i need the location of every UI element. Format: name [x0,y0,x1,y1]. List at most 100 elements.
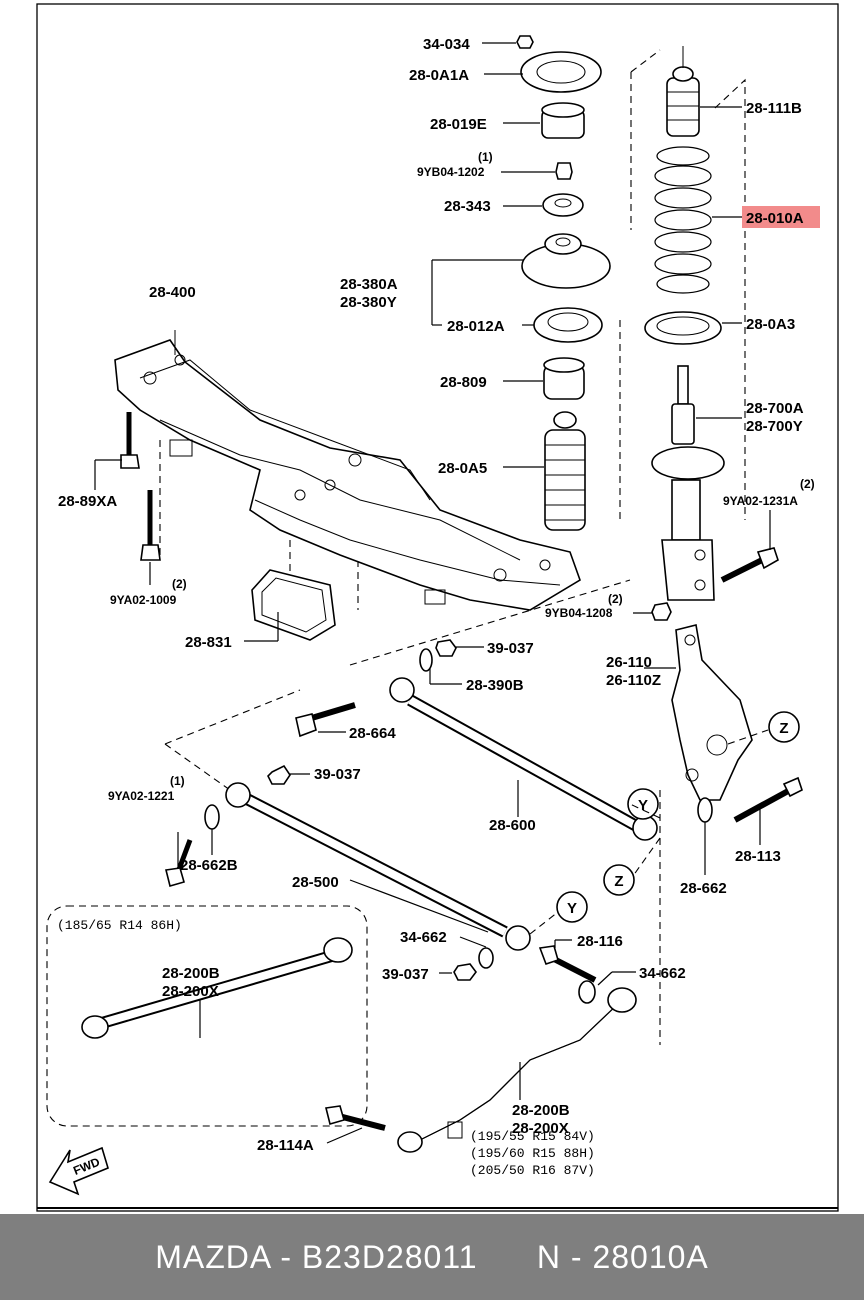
washer-34-662-b [578,980,596,1004]
tire-size-box: (185/65 R14 86H) [57,918,182,933]
callout-y-1-label: Y [638,797,648,814]
label-28-600: 28-600 [489,817,536,834]
label-28-390B: 28-390B [466,677,524,694]
label-34-662-b: 34-662 [639,965,686,982]
bolt-9YA02-1009 [140,490,161,561]
callout-z-1-label: Z [779,720,788,737]
nut-39-037-c [453,963,477,981]
spring-strut-parts [644,46,779,621]
bolt-9YA02-1221 [165,839,193,887]
nut-39-037-a [435,639,457,657]
label-28-89XA: 28-89XA [58,493,117,510]
label-28-700A: 28-700A [746,400,804,417]
trailing-link-28-200B-alt [81,937,353,1039]
label-34-662-a: 34-662 [400,929,447,946]
label-28-200B-a: 28-200B [162,965,220,982]
part-number-footer: MAZDA - B23D28011 N - 28010A [0,1214,864,1300]
label-28-116: 28-116 [577,933,623,950]
label-28-662B: 28-662B [180,857,238,874]
coil-spring-28-010A [654,146,712,294]
knuckle-26-110 [671,624,753,801]
part-labels: 34-034 28-0A1A 28-019E (1) 9YB04-1202 28… [57,36,820,1178]
callout-y-2-label: Y [567,900,577,917]
lateral-link-28-600 [389,677,658,841]
label-39-037-b: 39-037 [314,766,361,783]
label-9YB04-1208: 9YB04-1208 [545,606,613,620]
nut-39-037-b [267,764,291,785]
label-28-500: 28-500 [292,874,339,891]
callout-z-1 [768,711,800,743]
mount-plate [520,51,602,93]
label-28-380A: 28-380A [340,276,398,293]
label-qty-1-a: (1) [478,150,493,164]
crossmember-28-400 [114,330,581,611]
nut-9YB04-1208 [651,602,672,621]
label-26-110: 26-110 [606,654,652,671]
label-28-012A: 28-012A [447,318,505,335]
bolt-28-113 [733,776,803,823]
trailing-link-28-200B [397,987,637,1153]
label-34-034: 34-034 [423,36,470,53]
footer-gap [478,1239,537,1276]
label-28-200X-a: 28-200X [162,983,219,1000]
tire-size-1: (195/55 R15 84V) [470,1129,595,1144]
label-28-200X-b: 28-200X [512,1120,569,1137]
label-28-343: 28-343 [444,198,491,215]
label-9YA02-1009: 9YA02-1009 [110,593,177,607]
diagram-border [36,3,839,1212]
label-28-113: 28-113 [735,848,781,865]
callout-y-2 [556,891,588,923]
label-28-010A: 28-010A [746,210,804,227]
strut-28-700A [651,365,725,601]
label-9YA02-1221: 9YA02-1221 [108,789,175,803]
footer-brand-part: MAZDA - B23D28011 [155,1238,478,1275]
footer-number: N - 28010A [536,1238,709,1275]
label-28-400: 28-400 [149,284,196,301]
label-9YB04-1202: 9YB04-1202 [417,165,485,179]
bolt-9YA02-1231A [720,547,779,583]
bolt-28-116 [538,945,597,983]
label-qty-2-b: (2) [800,477,815,491]
bolt-28-114A [325,1105,386,1131]
label-28-019E: 28-019E [430,116,487,133]
label-28-200B-b: 28-200B [512,1102,570,1119]
label-28-662: 28-662 [680,880,727,897]
nut-9YB04-1202 [555,162,573,180]
bolt-28-89XA [120,412,140,469]
strut-mount-parts [516,35,611,531]
pad-28-831 [251,569,336,641]
callout-z-2-label: Z [614,873,623,890]
label-28-831: 28-831 [185,634,232,651]
leader-lines [94,42,771,1144]
label-39-037-c: 39-037 [382,966,429,983]
highlight-28-010A [742,206,820,228]
tire-size-group [46,905,368,1127]
lateral-link-28-500 [225,782,531,951]
washer-34-662-a [478,947,494,969]
label-28-380Y: 28-380Y [340,294,397,311]
washer-28-662 [697,797,713,823]
label-28-700Y: 28-700Y [746,418,803,435]
bolt-28-664 [295,702,356,738]
label-28-0A3: 28-0A3 [746,316,795,333]
callout-z-2 [603,864,635,896]
washer-28-343 [542,193,584,217]
nut-34-034 [516,35,534,49]
label-26-110Z: 26-110Z [606,672,661,689]
dust-boot-28-0A5 [544,411,586,531]
label-28-0A1A: 28-0A1A [409,67,469,84]
label-qty-2-c: (2) [608,592,623,606]
callout-y-1 [627,788,659,820]
tire-size-2: (195/60 R15 88H) [470,1146,595,1161]
label-28-114A: 28-114A [257,1137,314,1154]
label-qty-2-a: (2) [172,577,187,591]
label-28-0A5: 28-0A5 [438,460,487,477]
washer-28-662B [204,804,220,830]
tire-size-3: (205/50 R16 87V) [470,1163,595,1178]
fwd-arrow-icon: FWD [48,1146,109,1196]
label-28-664: 28-664 [349,725,396,742]
label-39-037-a: 39-037 [487,640,534,657]
label-28-809: 28-809 [440,374,487,391]
label-9YA02-1231A: 9YA02-1231A [723,494,798,508]
